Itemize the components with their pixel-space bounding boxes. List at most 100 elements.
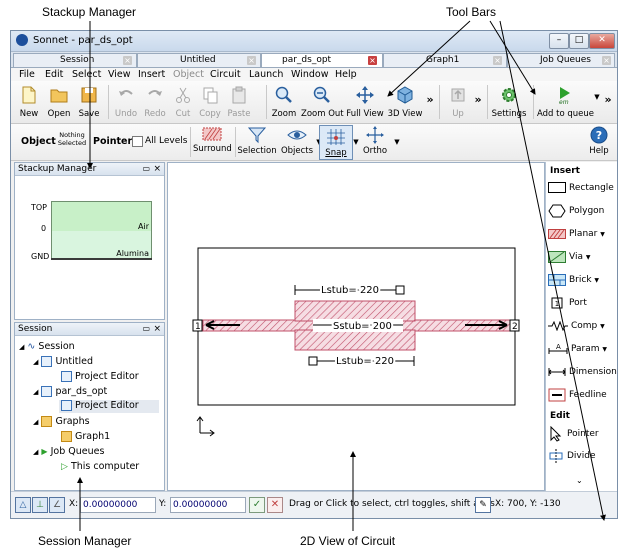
insert-comp[interactable]: Comp ▼ (548, 316, 605, 336)
stackup-air-layer[interactable]: Air (51, 201, 152, 232)
close-tab-icon[interactable]: × (493, 56, 502, 65)
menu-help[interactable]: Help (335, 69, 357, 80)
zoom-button[interactable]: Zoom (269, 81, 299, 123)
menu-window[interactable]: Window (291, 69, 329, 80)
close-tab-icon[interactable]: × (368, 56, 377, 65)
settings-button[interactable]: Settings (491, 81, 527, 123)
session-tree-item[interactable]: Project Editor (61, 371, 139, 382)
tab-session[interactable]: Session × (13, 53, 137, 67)
edit-pointer[interactable]: Pointer (548, 424, 599, 444)
surround-button[interactable]: Surround (193, 124, 232, 160)
insert-polygon[interactable]: Polygon (548, 201, 604, 221)
triangle-tool-icon[interactable]: △ (15, 497, 31, 513)
float-panel-icon[interactable]: ▭ (142, 164, 150, 173)
ortho-button[interactable]: Ortho (357, 124, 393, 160)
expand-arrow-icon[interactable]: ◢ (33, 358, 39, 366)
tab-graph1[interactable]: Graph1 × (383, 53, 507, 67)
close-panel-icon[interactable]: × (153, 164, 161, 174)
insert-dimension[interactable]: Dimension (548, 362, 617, 382)
cut-button[interactable]: Cut (171, 81, 195, 123)
session-tree-item[interactable]: ◢ ▶ Job Queues (33, 446, 104, 457)
chevron-down-icon[interactable]: ▼ (600, 231, 605, 238)
insert-rectangle[interactable]: Rectangle (548, 178, 614, 198)
copy-button[interactable]: Copy (197, 81, 223, 123)
close-tab-icon[interactable]: × (247, 56, 256, 65)
session-tree-item-selected[interactable]: Project Editor (59, 400, 159, 413)
right-stub-bottom-metal[interactable] (294, 329, 416, 351)
lstub-top-dim-handle[interactable] (395, 285, 405, 295)
left-stub-top-metal[interactable] (294, 300, 416, 322)
close-tab-icon[interactable]: × (123, 56, 132, 65)
edit-divide[interactable]: Divide (548, 446, 596, 466)
menu-file[interactable]: File (19, 69, 35, 80)
insert-planar[interactable]: Planar ▼ (548, 224, 605, 244)
up-button[interactable]: Up (443, 81, 473, 123)
undo-button[interactable]: Undo (112, 81, 140, 123)
zoom-out-button[interactable]: Zoom Out (301, 81, 344, 123)
toolbar-overflow[interactable]: » (604, 93, 612, 106)
insert-via[interactable]: Via ▼ (548, 247, 590, 267)
circuit-drawing[interactable]: Lstub= 220 Sstub= 200 Lstub= 220 1 2 (168, 163, 544, 490)
edit-coordinates-icon[interactable]: ✎ (475, 497, 491, 513)
session-tree-item[interactable]: ▷ This computer (61, 461, 139, 472)
new-button[interactable]: New (15, 81, 43, 123)
chevron-down-icon[interactable]: ▼ (600, 323, 605, 330)
help-button[interactable]: ? Help (585, 124, 613, 160)
session-tree-item[interactable]: Graph1 (61, 431, 110, 442)
circuit-2d-view[interactable]: Lstub= 220 Sstub= 200 Lstub= 220 1 2 (167, 162, 545, 491)
add-to-queue-dropdown[interactable]: ▼ (594, 93, 600, 101)
chevron-down-icon[interactable]: ▼ (602, 346, 608, 353)
tab-par-ds-opt[interactable]: par_ds_opt × (261, 53, 383, 67)
close-button[interactable]: ✕ (589, 33, 615, 49)
redo-button[interactable]: Redo (141, 81, 169, 123)
x-coordinate-input[interactable]: 0.00000000 (80, 497, 156, 513)
cancel-coordinates-button[interactable]: ✕ (267, 497, 283, 513)
toolbar-overflow[interactable]: » (474, 93, 482, 106)
maximize-button[interactable]: □ (569, 33, 589, 49)
selection-button[interactable]: Selection (237, 124, 277, 160)
objects-button[interactable]: Objects (277, 124, 317, 160)
toolbar-overflow[interactable]: » (426, 93, 434, 106)
insert-feedline[interactable]: Feedline (548, 385, 607, 405)
full-view-button[interactable]: Full View (345, 81, 385, 123)
save-button[interactable]: Save (75, 81, 103, 123)
chevron-down-icon[interactable]: ▼ (585, 254, 591, 261)
accept-coordinates-button[interactable]: ✓ (249, 497, 265, 513)
menu-view[interactable]: View (108, 69, 131, 80)
y-coordinate-input[interactable]: 0.00000000 (170, 497, 246, 513)
session-tree-item[interactable]: ◢ Graphs (33, 416, 90, 427)
menu-circuit[interactable]: Circuit (210, 69, 241, 80)
3d-view-button[interactable]: 3D View (387, 81, 423, 123)
menu-insert[interactable]: Insert (138, 69, 166, 80)
expand-arrow-icon[interactable]: ◢ (33, 448, 39, 456)
minimize-button[interactable]: – (549, 33, 569, 49)
insert-brick[interactable]: Brick ▼ (548, 270, 599, 290)
angle-tool-icon[interactable]: ∠ (49, 497, 65, 513)
lstub-bottom-dim-handle[interactable] (308, 356, 318, 366)
stackup-alumina-layer[interactable]: Alumina (51, 231, 152, 259)
close-tab-icon[interactable]: × (602, 56, 611, 65)
session-tree-item[interactable]: ◢ Untitled (33, 356, 93, 367)
menu-select[interactable]: Select (72, 69, 102, 80)
add-to-queue-button[interactable]: em Add to queue (537, 81, 594, 123)
tab-job-queues[interactable]: Job Queues × (507, 53, 615, 67)
expand-arrow-icon[interactable]: ◢ (33, 388, 39, 396)
menu-launch[interactable]: Launch (249, 69, 284, 80)
menu-edit[interactable]: Edit (45, 69, 64, 80)
session-tree-item[interactable]: ◢ par_ds_opt (33, 386, 107, 397)
expand-arrow-icon[interactable]: ◢ (19, 343, 25, 351)
menu-object[interactable]: Object (173, 69, 204, 80)
expand-panel-icon[interactable]: ⌄ (576, 476, 583, 485)
port-1-box[interactable] (192, 319, 203, 332)
all-levels-checkbox[interactable] (132, 136, 143, 147)
objects-dropdown[interactable]: ▼ (315, 138, 323, 148)
paste-button[interactable]: Paste (225, 81, 253, 123)
session-tree-item[interactable]: ◢ ∿ Session (19, 341, 75, 352)
up-down-tool-icon[interactable]: ⊥ (32, 497, 48, 513)
open-button[interactable]: Open (45, 81, 73, 123)
float-panel-icon[interactable]: ▭ (142, 324, 150, 333)
snap-dropdown[interactable]: ▼ (353, 138, 359, 146)
tab-untitled[interactable]: Untitled × (137, 53, 261, 67)
